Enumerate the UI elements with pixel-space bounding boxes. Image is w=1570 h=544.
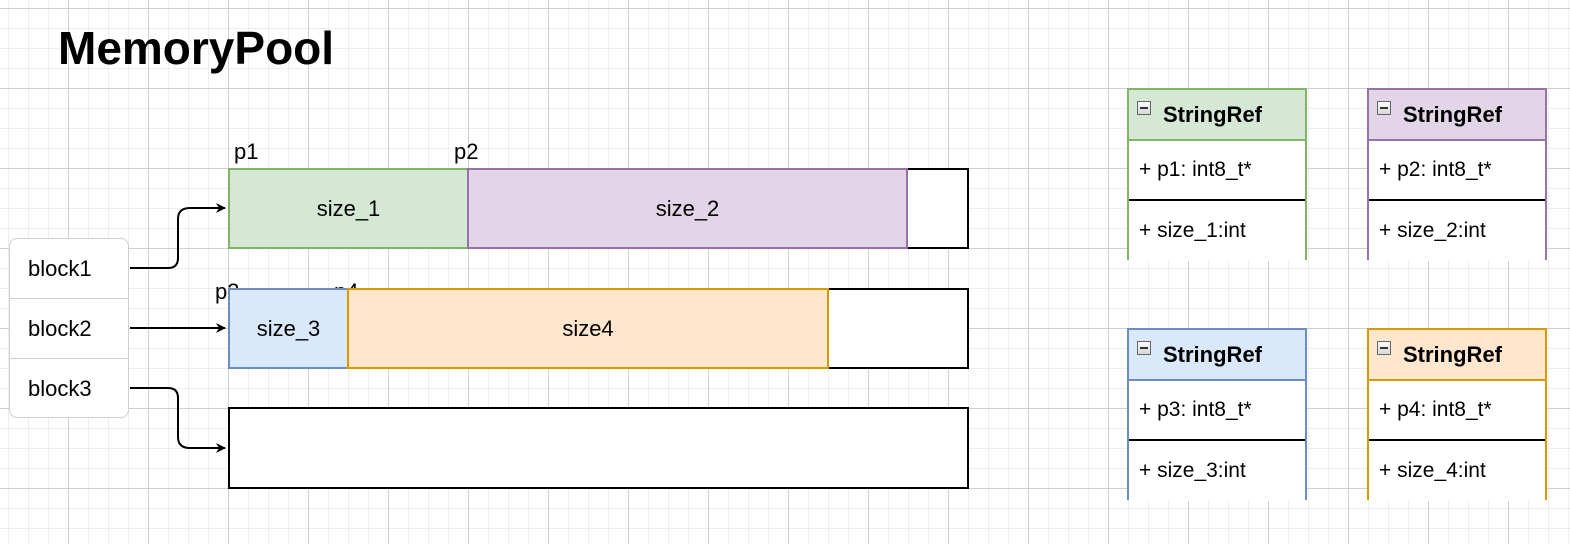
stringref-field-pointer: + p1: int8_t* bbox=[1129, 141, 1305, 201]
segment-size-2-label: size_2 bbox=[655, 195, 720, 221]
block-item-label: block3 bbox=[28, 376, 92, 401]
stringref-title: StringRef bbox=[1163, 341, 1262, 367]
stringref-field-size: + size_3:int bbox=[1129, 441, 1305, 501]
collapse-icon[interactable] bbox=[1137, 340, 1151, 355]
arrow-block1-to-row1 bbox=[130, 203, 226, 269]
stringref-class-p1[interactable]: StringRef + p1: int8_t* + size_1:int bbox=[1127, 88, 1307, 261]
block-item-label: block2 bbox=[28, 315, 92, 341]
block-list: block1 block2 block3 bbox=[9, 238, 129, 418]
segment-size-3[interactable]: size_3 bbox=[228, 288, 349, 369]
stringref-header: StringRef bbox=[1129, 330, 1305, 381]
stringref-header: StringRef bbox=[1369, 330, 1545, 381]
memory-block-3[interactable] bbox=[228, 407, 969, 489]
pointer-label-p1: p1 bbox=[234, 139, 259, 164]
segment-size-2[interactable]: size_2 bbox=[467, 168, 908, 249]
stringref-field-size: + size_2:int bbox=[1369, 201, 1545, 261]
pointer-label-p2: p2 bbox=[454, 139, 479, 164]
block-item-1[interactable]: block1 bbox=[10, 239, 128, 299]
collapse-icon[interactable] bbox=[1377, 340, 1391, 355]
stringref-field-pointer: + p3: int8_t* bbox=[1129, 381, 1305, 441]
segment-size-4[interactable]: size4 bbox=[347, 288, 829, 369]
block-item-label: block1 bbox=[28, 255, 92, 281]
arrow-block3-to-row3 bbox=[130, 387, 226, 453]
stringref-header: StringRef bbox=[1129, 90, 1305, 141]
stringref-title: StringRef bbox=[1403, 101, 1502, 127]
stringref-class-p3[interactable]: StringRef + p3: int8_t* + size_3:int bbox=[1127, 328, 1307, 501]
stringref-title: StringRef bbox=[1403, 341, 1502, 367]
stringref-class-p2[interactable]: StringRef + p2: int8_t* + size_2:int bbox=[1367, 88, 1547, 261]
stringref-field-size: + size_1:int bbox=[1129, 201, 1305, 261]
stringref-field-size: + size_4:int bbox=[1369, 441, 1545, 501]
stringref-header: StringRef bbox=[1369, 90, 1545, 141]
block-item-3[interactable]: block3 bbox=[10, 359, 128, 417]
block-item-2[interactable]: block2 bbox=[10, 299, 128, 359]
page-title: MemoryPool bbox=[58, 22, 335, 74]
stringref-class-p4[interactable]: StringRef + p4: int8_t* + size_4:int bbox=[1367, 328, 1547, 501]
memory-block-2: size_3 size4 bbox=[228, 288, 969, 369]
memory-block-1: size_1 size_2 bbox=[228, 168, 969, 249]
segment-size-4-label: size4 bbox=[562, 315, 614, 341]
stringref-field-pointer: + p4: int8_t* bbox=[1369, 381, 1545, 441]
collapse-icon[interactable] bbox=[1377, 100, 1391, 115]
segment-size-3-label: size_3 bbox=[256, 315, 321, 341]
stringref-field-pointer: + p2: int8_t* bbox=[1369, 141, 1545, 201]
collapse-icon[interactable] bbox=[1137, 100, 1151, 115]
stringref-title: StringRef bbox=[1163, 101, 1262, 127]
segment-size-1-label: size_1 bbox=[316, 195, 381, 221]
